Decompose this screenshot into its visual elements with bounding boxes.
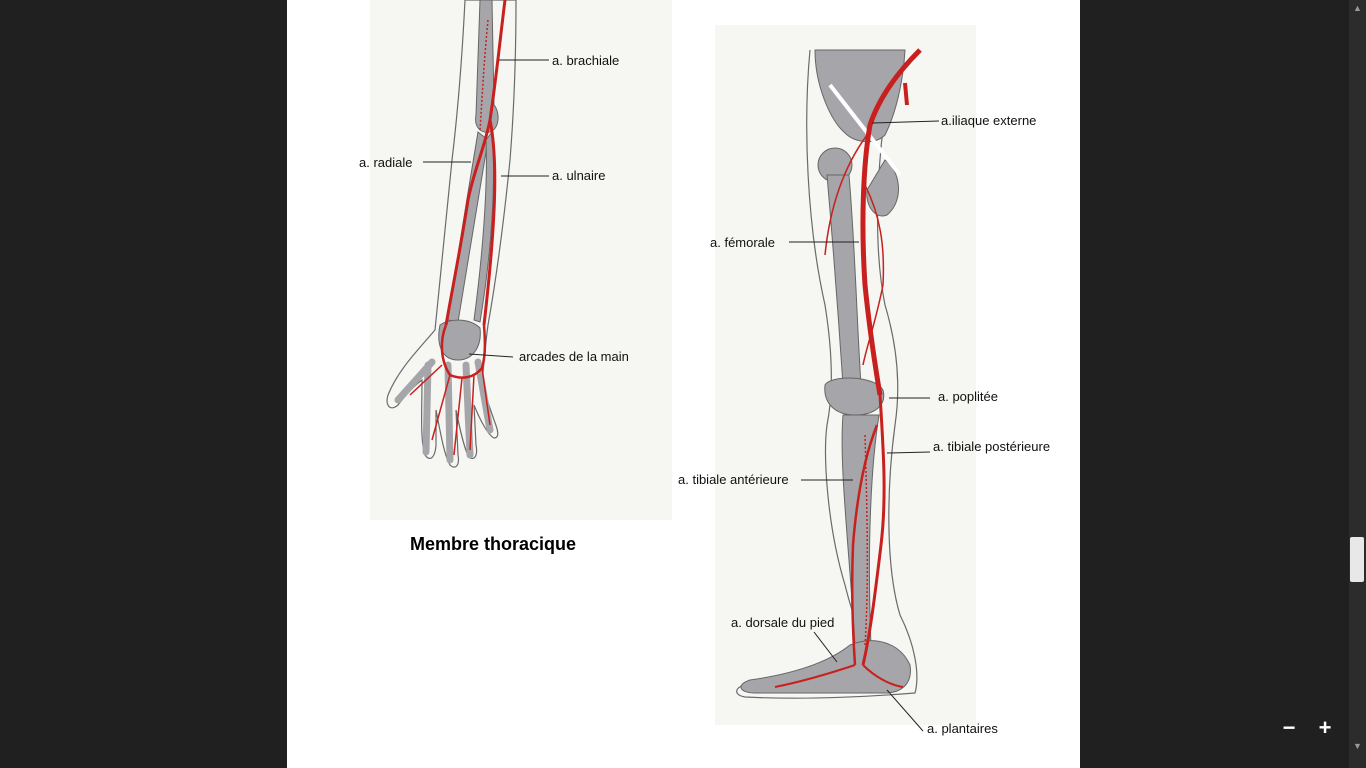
leg-anatomy-drawing bbox=[736, 48, 922, 699]
leg-illustration bbox=[715, 25, 976, 725]
label-femorale: a. fémorale bbox=[710, 235, 776, 250]
document-page: a. brachiale a. radiale a. ulnaire arcad… bbox=[287, 0, 1080, 768]
arm-illustration bbox=[370, 0, 672, 520]
label-tibiale-anterieure: a. tibiale antérieure bbox=[678, 472, 789, 487]
scroll-up-arrow-icon[interactable]: ▲ bbox=[1353, 3, 1362, 13]
zoom-out-button[interactable]: − bbox=[1282, 715, 1296, 740]
label-dorsale-du-pied: a. dorsale du pied bbox=[731, 615, 835, 630]
vertical-scrollbar[interactable]: ▲ ▼ bbox=[1349, 0, 1366, 768]
label-ulnaire: a. ulnaire bbox=[552, 168, 606, 183]
arm-leader-lines bbox=[423, 59, 549, 358]
label-brachiale: a. brachiale bbox=[552, 53, 620, 68]
leg-leader-lines bbox=[789, 120, 940, 732]
label-plantaires: a. plantaires bbox=[927, 721, 998, 736]
label-iliaque-externe: a.iliaque externe bbox=[941, 113, 1037, 128]
zoom-in-button[interactable]: + bbox=[1318, 715, 1332, 740]
arm-anatomy-drawing bbox=[386, 0, 517, 468]
scrollbar-thumb[interactable] bbox=[1350, 537, 1364, 582]
label-tibiale-posterieure: a. tibiale postérieure bbox=[933, 439, 1051, 454]
scroll-down-arrow-icon[interactable]: ▼ bbox=[1353, 741, 1362, 751]
caption-membre-thoracique: Membre thoracique bbox=[410, 534, 577, 554]
label-poplitee: a. poplitée bbox=[938, 389, 998, 404]
label-radiale: a. radiale bbox=[359, 155, 413, 170]
label-arcades: arcades de la main bbox=[519, 349, 629, 364]
